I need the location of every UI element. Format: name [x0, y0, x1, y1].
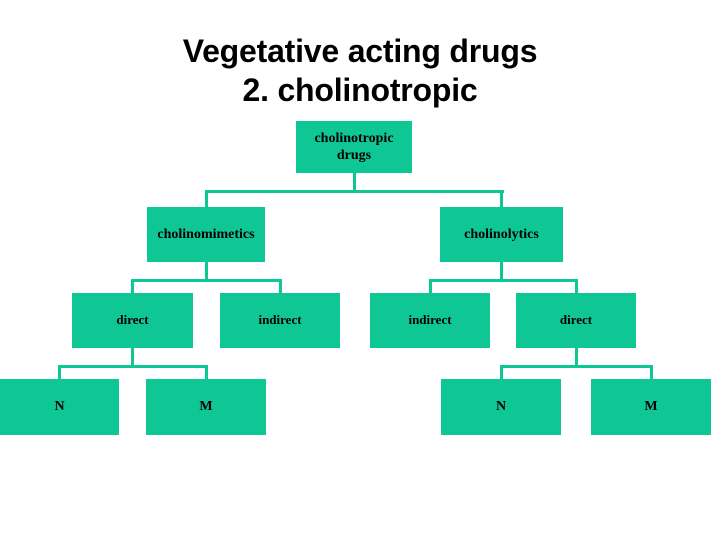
tree-node-label: indirect — [408, 312, 452, 328]
page-title: Vegetative acting drugs 2. cholinotropic — [0, 32, 720, 110]
connector-bar-mim-direct — [58, 365, 208, 368]
tree-node-mim-direct: direct — [72, 293, 193, 348]
connector-drop-lytics — [500, 190, 503, 207]
tree-node-mim-n: N — [0, 379, 119, 435]
connector-bar-lytics — [429, 279, 578, 282]
connector-stub-lyt-direct — [575, 348, 578, 365]
tree-node-label: cholinomimetics — [157, 226, 255, 242]
tree-node-label: M — [199, 399, 213, 415]
connector-stub-lytics — [500, 262, 503, 279]
connector-bar-lyt-direct — [500, 365, 653, 368]
connector-drop-mimetics — [205, 190, 208, 207]
connector-bar-mimetics — [131, 279, 282, 282]
tree-node-mim-indirect: indirect — [220, 293, 340, 348]
connector-drop-mim-direct — [131, 279, 134, 293]
connector-drop-mim-m — [205, 365, 208, 379]
tree-node-label: indirect — [258, 312, 302, 328]
connector-stub-mim-direct — [131, 348, 134, 365]
connector-drop-lyt-n — [500, 365, 503, 379]
tree-node-label: cholinotropic drugs — [314, 130, 394, 164]
title-line-2: 2. cholinotropic — [242, 72, 478, 109]
connector-stub-root — [353, 173, 356, 190]
tree-node-lyt-direct: direct — [516, 293, 636, 348]
tree-node-lyt-indirect: indirect — [370, 293, 490, 348]
tree-node-root: cholinotropic drugs — [296, 121, 412, 173]
tree-node-label: M — [644, 399, 658, 415]
connector-drop-lyt-direct — [575, 279, 578, 293]
tree-node-label: cholinolytics — [464, 226, 539, 242]
connector-bar-root — [205, 190, 504, 193]
tree-node-mimetics: cholinomimetics — [147, 207, 265, 262]
connector-stub-mimetics — [205, 262, 208, 279]
tree-node-label: direct — [559, 312, 593, 328]
tree-node-mim-m: M — [146, 379, 266, 435]
tree-node-lyt-n: N — [441, 379, 561, 435]
tree-node-lytics: cholinolytics — [440, 207, 563, 262]
tree-node-label: N — [495, 399, 507, 415]
tree-node-label: N — [54, 399, 65, 415]
title-line-1: Vegetative acting drugs — [182, 33, 538, 69]
connector-drop-lyt-indirect — [429, 279, 432, 293]
connector-drop-lyt-m — [650, 365, 653, 379]
tree-node-lyt-m: M — [591, 379, 711, 435]
connector-drop-mim-indirect — [279, 279, 282, 293]
connector-drop-mim-n — [58, 365, 61, 379]
tree-node-label: direct — [116, 312, 149, 328]
